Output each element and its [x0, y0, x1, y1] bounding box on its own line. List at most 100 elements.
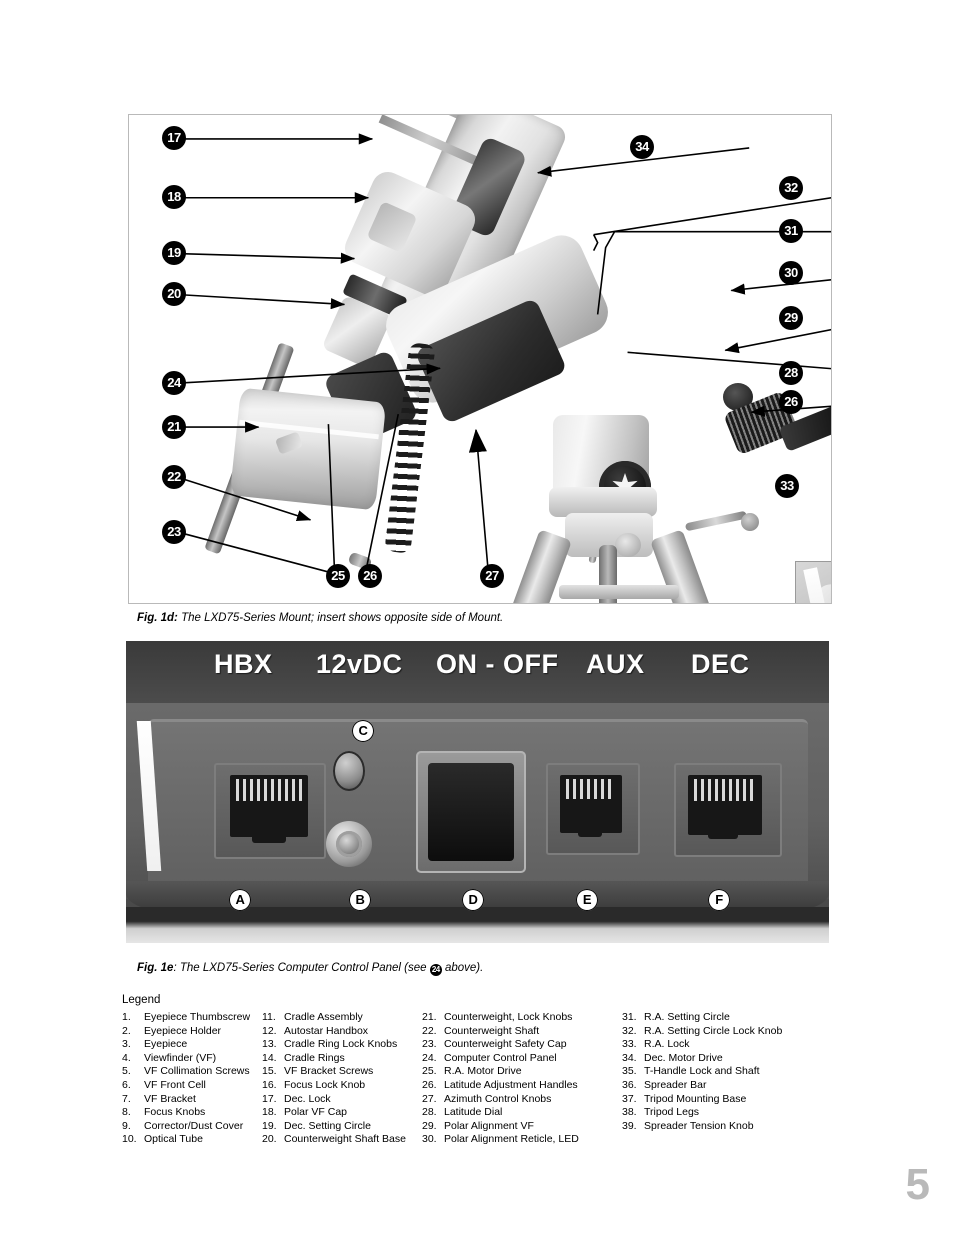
figure-1e-caption-text-before: : The LXD75-Series Computer Control Pane… [173, 962, 430, 974]
aux-port[interactable] [546, 763, 640, 855]
legend-item: 29.Polar Alignment VF [422, 1120, 622, 1134]
callout-badge-33: 33 [775, 474, 799, 498]
legend-item: 26.Latitude Adjustment Handles [422, 1079, 622, 1093]
aux-jack-tab [578, 825, 602, 837]
callout-badge-b: B [349, 889, 371, 911]
callout-badge-27: 27 [480, 564, 504, 588]
legend-item-number: 34. [622, 1051, 637, 1064]
dc-power-jack[interactable] [326, 821, 372, 867]
dec-jack-pins [694, 779, 754, 801]
panel-label-12vdc: 12vDC [316, 649, 403, 679]
legend-item-number: 24. [422, 1051, 437, 1064]
hbx-port[interactable] [214, 763, 326, 859]
callout-badge-f: F [708, 889, 730, 911]
panel-label-hbx: HBX [214, 649, 273, 679]
legend-item-number: 23. [422, 1038, 437, 1051]
legend-item-number: 15. [262, 1065, 277, 1078]
legend-item-number: 12. [262, 1024, 277, 1037]
figure-1e-caption-text-after: above). [441, 962, 484, 974]
legend-item: 27.Azimuth Control Knobs [422, 1093, 622, 1107]
callout-badge-25: 25 [326, 564, 350, 588]
on-off-rocker[interactable] [428, 763, 514, 861]
legend-item-label: Spreader Tension Knob [644, 1119, 754, 1132]
latitude-adjustment-handle-right-shape [684, 510, 748, 532]
legend-item: 1.Eyepiece Thumbscrew [122, 1011, 262, 1025]
legend-item-label: R.A. Setting Circle [644, 1011, 730, 1023]
insert-leader-line [796, 562, 832, 604]
legend-item-label: Focus Knobs [144, 1106, 206, 1119]
legend-item: 18. Polar VF Cap [262, 1106, 422, 1120]
legend-item: 2.Eyepiece Holder [122, 1025, 262, 1039]
legend-item: 32.R.A. Setting Circle Lock Knob [622, 1025, 852, 1039]
legend-item: 11. Cradle Assembly [262, 1011, 422, 1025]
callout-badge-32: 32 [779, 176, 803, 200]
panel-label-on-off: ON - OFF [436, 649, 559, 679]
legend-item-label: T-Handle Lock and Shaft [644, 1065, 760, 1078]
callout-badge-18: 18 [162, 185, 186, 209]
callout-badge-17: 17 [162, 126, 186, 150]
legend-item-label: Viewfinder (VF) [144, 1051, 217, 1064]
azimuth-control-knob-shape [615, 533, 641, 557]
legend-item: 33.R.A. Lock [622, 1038, 852, 1052]
legend-item-number: 11. [262, 1011, 276, 1023]
legend-item-number: 20. [262, 1133, 277, 1146]
callout-badge-23: 23 [162, 520, 186, 544]
legend-item: 4.Viewfinder (VF) [122, 1052, 262, 1066]
figure-1e-caption: Fig. 1e: The LXD75-Series Computer Contr… [137, 962, 483, 976]
dec-port[interactable] [674, 763, 782, 857]
legend-item-number: 18. [262, 1106, 277, 1119]
callout-badge-34: 34 [630, 135, 654, 159]
legend-item-number: 35. [622, 1065, 637, 1078]
legend-item-number: 10. [122, 1133, 137, 1146]
legend-item-number: 39. [622, 1119, 637, 1132]
legend-item-label: Counterweight Shaft [444, 1024, 540, 1037]
legend-item-number: 38. [622, 1106, 637, 1119]
legend-item: 22.Counterweight Shaft [422, 1025, 622, 1039]
legend-item: 10.Optical Tube [122, 1133, 262, 1147]
page-number: 5 [905, 1160, 930, 1209]
figure-1d-caption: Fig. 1d: The LXD75-Series Mount; insert … [137, 612, 503, 624]
on-off-switch-frame[interactable] [416, 751, 526, 873]
legend-item-label: Polar VF Cap [284, 1106, 348, 1119]
legend-item: 34.Dec. Motor Drive [622, 1052, 852, 1066]
legend-item-number: 27. [422, 1092, 437, 1105]
callout-badge-c: C [352, 720, 374, 742]
legend-item-label: Polar Alignment Reticle, LED [444, 1133, 579, 1146]
legend-item: 28.Latitude Dial [422, 1106, 622, 1120]
legend-item: 16.Focus Lock Knob [262, 1079, 422, 1093]
legend-item: 17.Dec. Lock [262, 1093, 422, 1107]
legend-item: 24.Computer Control Panel [422, 1052, 622, 1066]
legend-item-label: Tripod Legs [644, 1106, 700, 1119]
legend-item: 37.Tripod Mounting Base [622, 1093, 852, 1107]
callout-badge-26: 26 [358, 564, 382, 588]
legend-item-number: 7. [122, 1092, 131, 1105]
legend-item-number: 2. [122, 1024, 131, 1037]
legend-item-label: R.A. Motor Drive [444, 1065, 522, 1078]
legend-item: 13.Cradle Ring Lock Knobs [262, 1038, 422, 1052]
legend-item-number: 16. [262, 1078, 277, 1091]
panel-base-edge [126, 907, 829, 943]
hbx-jack-tab [252, 829, 286, 843]
legend-item-number: 28. [422, 1106, 437, 1119]
legend-item-number: 37. [622, 1092, 637, 1105]
legend-item: 30.Polar Alignment Reticle, LED [422, 1133, 622, 1147]
legend-item: 25.R.A. Motor Drive [422, 1065, 622, 1079]
legend-item-label: VF Bracket Screws [284, 1065, 374, 1078]
legend-item-number: 26. [422, 1078, 437, 1091]
legend-item: 5.VF Collimation Screws [122, 1065, 262, 1079]
legend-item: 8. Focus Knobs [122, 1106, 262, 1120]
legend-item-label: Cradle Assembly [284, 1011, 363, 1023]
panel-label-aux: AUX [586, 649, 645, 679]
legend-item: 6.VF Front Cell [122, 1079, 262, 1093]
legend-item: 19.Dec. Setting Circle [262, 1120, 422, 1134]
legend-item-label: VF Front Cell [144, 1078, 206, 1091]
legend-item-number: 29. [422, 1119, 437, 1132]
callout-badge-31: 31 [779, 219, 803, 243]
legend-item-number: 8. [122, 1106, 131, 1119]
